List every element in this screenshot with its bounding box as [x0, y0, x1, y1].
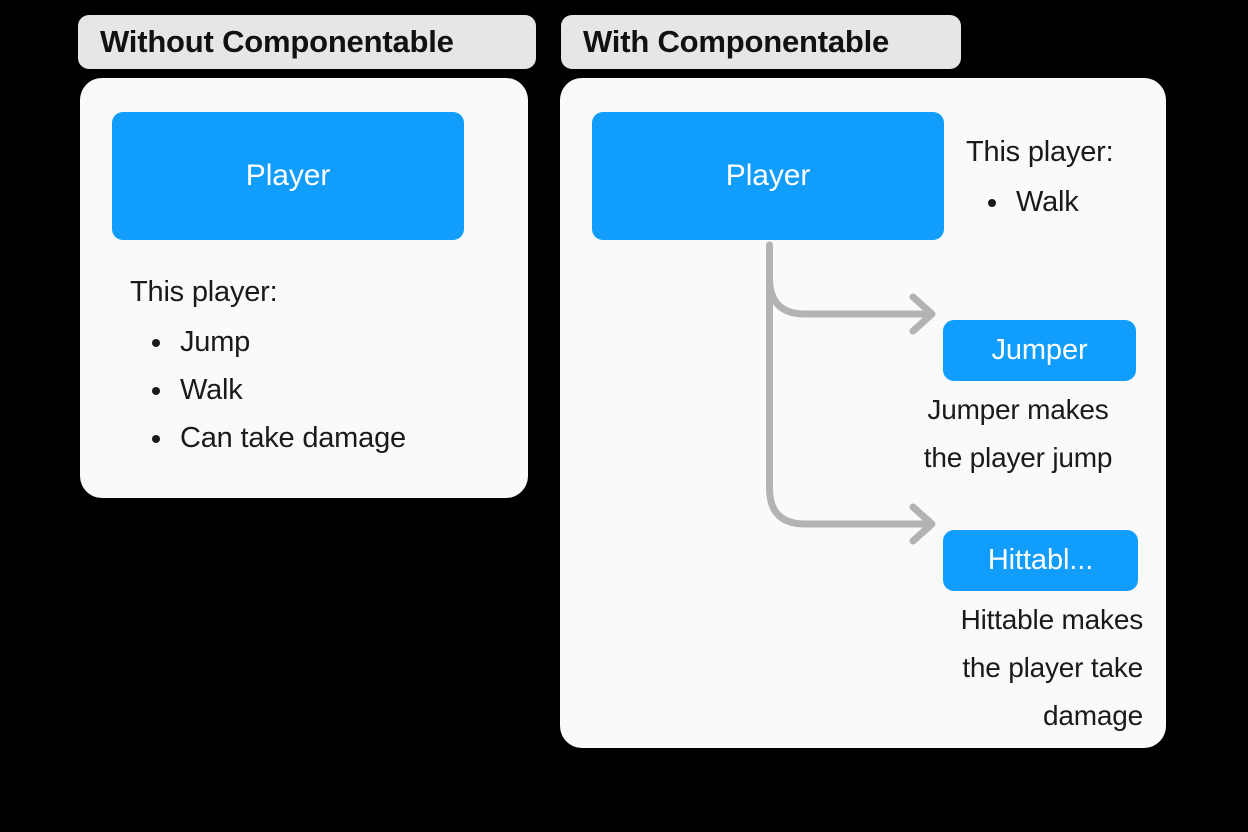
left-ability-list: Jump Walk Can take damage [148, 318, 406, 462]
list-item: Walk [984, 178, 1079, 226]
left-lead-text: This player: [130, 276, 278, 308]
caption-line: the player jump [923, 442, 1113, 473]
header-pill-without-componentable: Without Componentable [78, 15, 536, 69]
caption-hittable: Hittable makes the player take damage [893, 596, 1144, 740]
list-item: Jump [148, 318, 406, 366]
list-item: Walk [148, 366, 406, 414]
caption-line: Jumper makes [927, 394, 1109, 425]
caption-line: the player take [962, 652, 1143, 683]
component-box-jumper: Jumper [943, 320, 1136, 381]
right-ability-list: Walk [984, 178, 1079, 226]
caption-jumper: Jumper makes the player jump [893, 386, 1143, 482]
entity-box-player-right: Player [592, 112, 944, 240]
entity-box-player-left: Player [112, 112, 464, 240]
caption-line: Hittable makes [960, 604, 1144, 635]
list-item: Can take damage [148, 414, 406, 462]
right-lead-text: This player: [966, 136, 1114, 168]
component-box-hittable: Hittabl... [943, 530, 1138, 591]
header-pill-with-componentable: With Componentable [561, 15, 961, 69]
caption-line: damage [1043, 700, 1143, 731]
